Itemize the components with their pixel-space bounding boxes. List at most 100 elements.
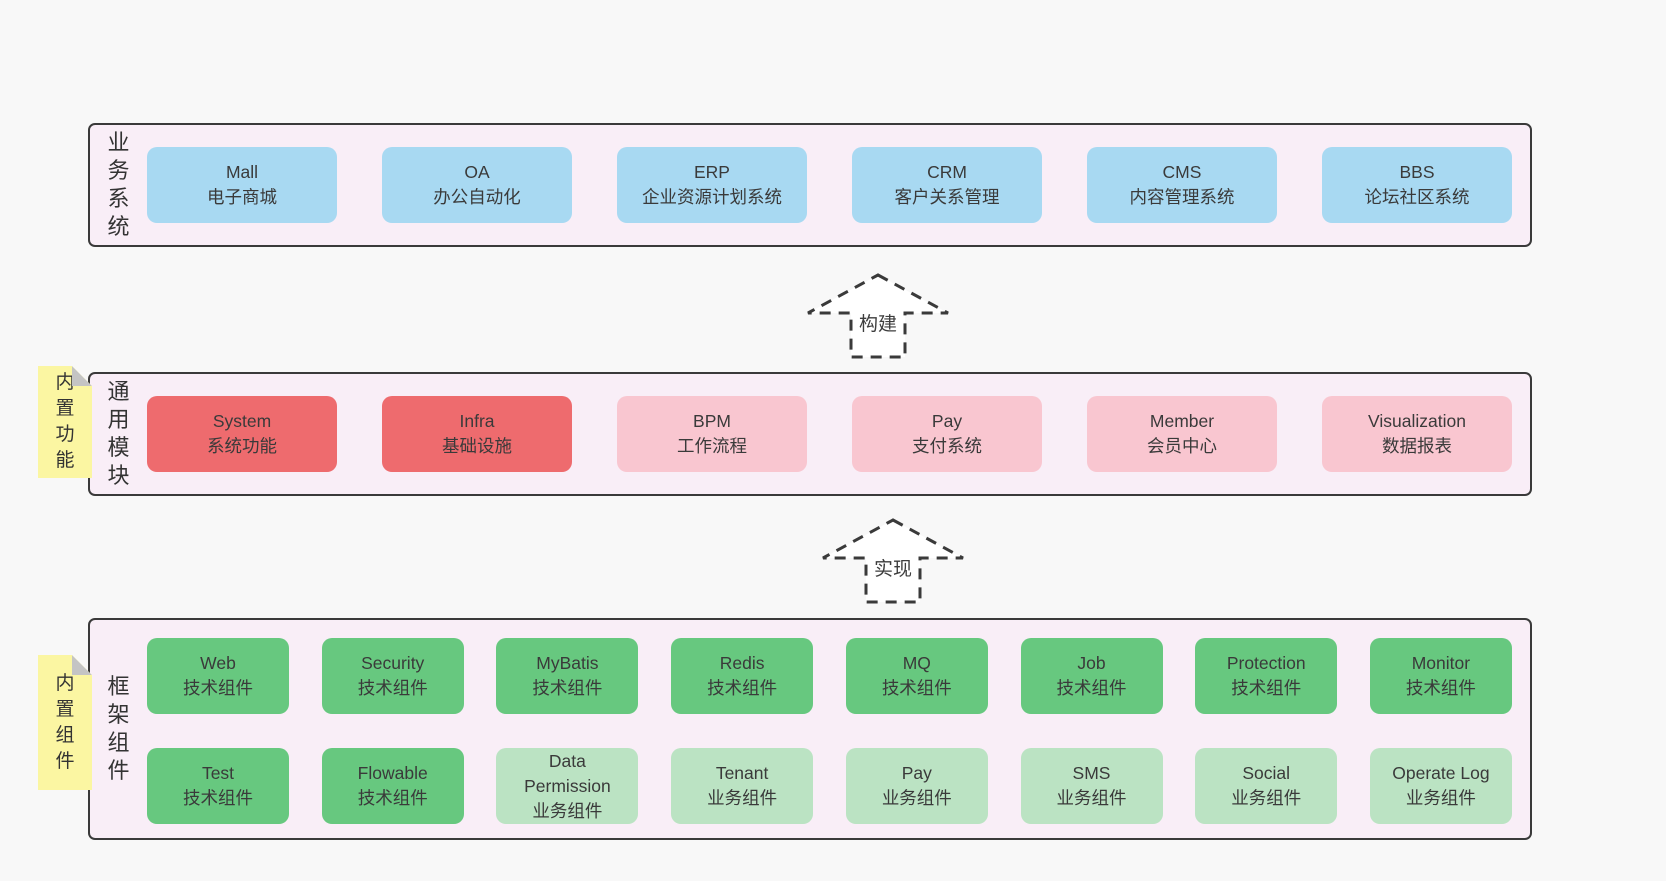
node-sms: SMS 业务组件 (1020, 748, 1163, 824)
arrow-implement-label: 实现 (874, 558, 912, 580)
node-title: CRM (927, 162, 967, 182)
layer-framework-components: 框架组件 Web 技术组件 Security 技术组件 MyBatis 技术组件… (88, 618, 1532, 840)
arrow-label-bg (869, 555, 917, 581)
node-subtitle: 技术组件 (183, 678, 253, 698)
node-title: Web (200, 653, 236, 673)
node-pay-component: Pay 业务组件 (845, 748, 988, 824)
node-crm: CRM 客户关系管理 (852, 147, 1042, 223)
node-title: Infra (459, 411, 495, 431)
sticky-features-label: 内置功能 (55, 372, 75, 471)
node-data-permission: Data Permission 业务组件 (496, 748, 639, 824)
arrow-build: 构建 (807, 273, 949, 359)
node-subtitle: 业务组件 (1231, 788, 1302, 808)
node-title: CMS (1162, 162, 1202, 182)
node-subtitle: 技术组件 (357, 678, 428, 698)
node-subtitle: 业务组件 (1056, 788, 1127, 808)
node-operate-log: Operate Log 业务组件 (1369, 748, 1512, 824)
node-title: Member (1149, 411, 1215, 431)
layer-business-systems: 业务系统 Mall 电子商城 OA 办公自动化 ERP 企业资源计划系统 CRM… (88, 123, 1532, 247)
node-tenant: Tenant 业务组件 (671, 748, 814, 824)
node-mybatis: MyBatis 技术组件 (496, 638, 639, 714)
node-title: Visualization (1368, 411, 1466, 431)
node-subtitle: 电子商城 (207, 187, 277, 207)
layer-modules-label: 通用模块 (107, 379, 130, 488)
node-bpm: BPM 工作流程 (617, 396, 807, 472)
node-subtitle: 技术组件 (183, 788, 253, 808)
node-system: System 系统功能 (147, 396, 337, 472)
node-cms: CMS 内容管理系统 (1087, 147, 1277, 223)
node-subtitle: 业务组件 (881, 788, 952, 808)
components-row-2: Test 技术组件 Flowable 技术组件 Data Permission … (147, 748, 1512, 824)
node-title: MyBatis (536, 653, 599, 673)
arrow-label-bg (854, 310, 902, 336)
node-title: Pay (931, 411, 963, 431)
node-mq: MQ 技术组件 (845, 638, 988, 714)
node-subtitle: 会员中心 (1147, 436, 1217, 456)
node-subtitle: 技术组件 (357, 788, 428, 808)
node-subtitle: 技术组件 (532, 678, 603, 698)
node-subtitle: 技术组件 (1056, 678, 1127, 698)
node-subtitle: 客户关系管理 (894, 187, 1000, 207)
layer-label-col: 通用模块 (90, 374, 147, 494)
node-title: Protection (1226, 653, 1306, 673)
node-title: Flowable (357, 763, 428, 783)
node-visualization: Visualization 数据报表 (1322, 396, 1512, 472)
node-pay-system: Pay 支付系统 (852, 396, 1042, 472)
node-title: SMS (1072, 763, 1111, 783)
node-subtitle: 论坛社区系统 (1364, 187, 1470, 207)
node-mall: Mall 电子商城 (147, 147, 337, 223)
node-title: Redis (719, 653, 765, 673)
node-subtitle: 内容管理系统 (1129, 187, 1235, 207)
layer-label-col: 框架组件 (90, 620, 147, 838)
layer-label-col: 业务系统 (90, 125, 147, 245)
sticky-built-in-features: 内置功能 (38, 366, 92, 478)
node-title: BPM (693, 411, 731, 431)
node-redis: Redis 技术组件 (671, 638, 814, 714)
node-title: BBS (1399, 162, 1435, 182)
node-title: Social (1242, 763, 1291, 783)
layer-business-label: 业务系统 (107, 130, 130, 239)
node-subtitle: 系统功能 (207, 436, 277, 456)
components-rows: Web 技术组件 Security 技术组件 MyBatis 技术组件 Redi… (147, 620, 1530, 838)
business-boxes-row: Mall 电子商城 OA 办公自动化 ERP 企业资源计划系统 CRM 客户关系… (147, 125, 1530, 245)
node-title: Mall (225, 162, 259, 182)
node-title: Tenant (715, 763, 769, 783)
node-title: System (212, 411, 272, 431)
node-title: Pay (901, 763, 932, 783)
node-erp: ERP 企业资源计划系统 (617, 147, 807, 223)
node-subtitle: 支付系统 (912, 436, 982, 456)
sticky-components-label: 内置组件 (55, 672, 75, 772)
node-title: Monitor (1411, 653, 1471, 673)
components-row-1: Web 技术组件 Security 技术组件 MyBatis 技术组件 Redi… (147, 638, 1512, 714)
node-subtitle: 技术组件 (707, 678, 778, 698)
node-subtitle: 技术组件 (1231, 678, 1302, 698)
node-subtitle: 企业资源计划系统 (642, 187, 782, 207)
node-infra: Infra 基础设施 (382, 396, 572, 472)
node-member: Member 会员中心 (1087, 396, 1277, 472)
node-title: Job (1077, 653, 1106, 673)
node-title: ERP (694, 162, 730, 182)
node-title: Data Permission (524, 750, 611, 796)
arrow-build-label: 构建 (859, 313, 897, 335)
node-title: MQ (902, 653, 931, 673)
node-oa: OA 办公自动化 (382, 147, 572, 223)
layer-common-modules: 通用模块 System 系统功能 Infra 基础设施 BPM 工作流程 Pay… (88, 372, 1532, 496)
node-subtitle: 基础设施 (442, 436, 512, 456)
node-monitor: Monitor 技术组件 (1369, 638, 1512, 714)
modules-boxes-row: System 系统功能 Infra 基础设施 BPM 工作流程 Pay 支付系统… (147, 374, 1530, 494)
node-social: Social 业务组件 (1195, 748, 1338, 824)
node-title: OA (464, 162, 490, 182)
sticky-built-in-components: 内置组件 (38, 655, 92, 790)
node-security: Security 技术组件 (321, 638, 464, 714)
node-title: Test (201, 763, 235, 783)
node-subtitle: 技术组件 (1405, 678, 1476, 698)
node-subtitle: 工作流程 (677, 436, 747, 456)
node-subtitle: 数据报表 (1382, 436, 1452, 456)
node-web: Web 技术组件 (147, 638, 289, 714)
node-subtitle: 技术组件 (881, 678, 952, 698)
node-subtitle: 业务组件 (707, 788, 778, 808)
node-subtitle: 办公自动化 (433, 187, 521, 207)
node-title: Operate Log (1392, 763, 1490, 783)
node-subtitle: 业务组件 (532, 800, 603, 821)
